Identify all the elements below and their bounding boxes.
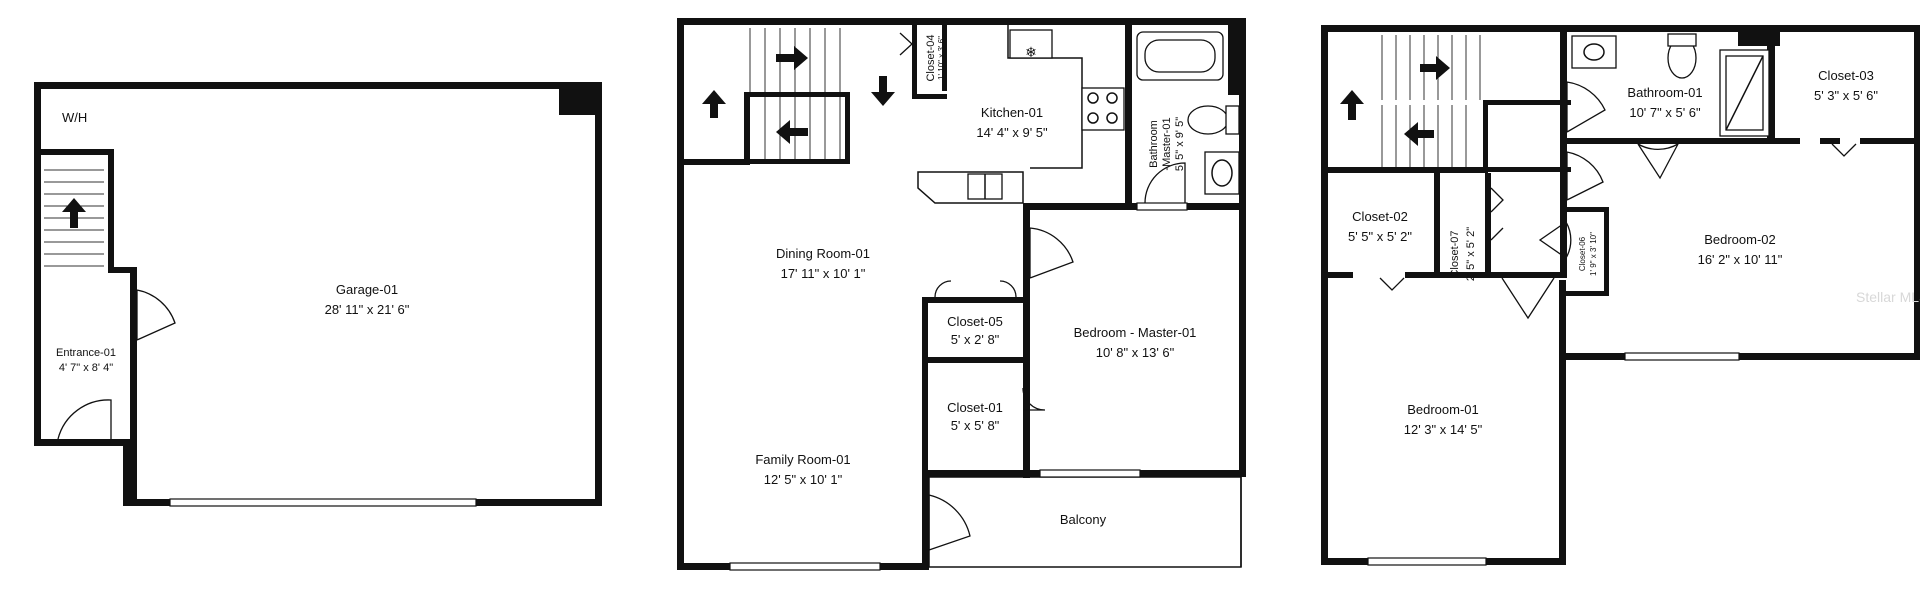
stairs-main bbox=[702, 28, 895, 159]
door-bedroom-01 bbox=[1501, 277, 1555, 320]
closet-04-name: Closet-04 bbox=[925, 34, 937, 81]
watermark: Stellar MLS bbox=[1856, 289, 1920, 305]
bathroom-01-fixtures bbox=[1571, 33, 1770, 137]
fridge bbox=[1009, 29, 1053, 59]
bedroom-01-name: Bedroom-01 bbox=[1407, 402, 1479, 417]
svg-text:❄: ❄ bbox=[1025, 44, 1037, 60]
door-bathroom-01 bbox=[1566, 81, 1606, 133]
closet-01-name: Closet-01 bbox=[947, 400, 1003, 415]
vanity bbox=[1204, 151, 1240, 195]
garage-door bbox=[169, 498, 477, 507]
stairs-upper bbox=[1340, 35, 1481, 167]
bath-master-size: 5' 5" x 9' 5" bbox=[1174, 117, 1186, 171]
bath-master-fixtures bbox=[1136, 31, 1240, 195]
door-entrance-exterior bbox=[57, 399, 112, 440]
closet-02-name: Closet-02 bbox=[1352, 209, 1408, 224]
closet-03-name: Closet-03 bbox=[1818, 68, 1874, 83]
closet-01-size: 5' x 5' 8" bbox=[951, 418, 1000, 433]
closet-05-size: 5' x 2' 8" bbox=[951, 332, 1000, 347]
door-bath-master bbox=[1144, 162, 1186, 204]
left-arrow-icon bbox=[776, 120, 808, 144]
door-closet-01 bbox=[1022, 387, 1046, 411]
window-bedroom-01 bbox=[1367, 557, 1487, 566]
slider-master-bedroom bbox=[1039, 469, 1141, 478]
bedroom-master-size: 10' 8" x 13' 6" bbox=[1096, 345, 1175, 360]
down-arrow-icon bbox=[871, 76, 895, 106]
dining-room-size: 17' 11" x 10' 1" bbox=[781, 266, 866, 281]
closet-06-size: 1' 9" x 3' 10" bbox=[1589, 232, 1598, 276]
bathroom-01-name: Bathroom-01 bbox=[1627, 85, 1702, 100]
window-family-room bbox=[729, 562, 881, 571]
toilet bbox=[1187, 105, 1229, 135]
up-arrow-icon bbox=[702, 90, 726, 118]
bathroom-01-size: 10' 7" x 5' 6" bbox=[1629, 105, 1701, 120]
door-closet-03 bbox=[1831, 143, 1857, 157]
door-closet-04 bbox=[899, 32, 913, 56]
closet-03-size: 5' 3" x 5' 6" bbox=[1814, 88, 1878, 103]
door-closet-07 bbox=[1490, 187, 1504, 241]
door-balcony bbox=[928, 494, 971, 551]
water-heater-label: W/H bbox=[62, 110, 87, 125]
closet-07-name: Closet-07 bbox=[1449, 230, 1461, 277]
bath-sink bbox=[1571, 35, 1617, 69]
left-arrow-icon bbox=[1404, 122, 1434, 146]
closet-07-size: 2' 5" x 5' 2" bbox=[1465, 227, 1477, 281]
bath-master-name-2: -Master-01 bbox=[1161, 117, 1173, 170]
garage-name: Garage-01 bbox=[336, 282, 398, 297]
up-arrow-icon bbox=[62, 198, 86, 228]
closet-02-size: 5' 5" x 5' 2" bbox=[1348, 229, 1412, 244]
stairs-garage bbox=[44, 169, 104, 267]
bedroom-master-name: Bedroom - Master-01 bbox=[1074, 325, 1197, 340]
door-bedroom-02-hall bbox=[1566, 151, 1604, 201]
entrance-name: Entrance-01 bbox=[56, 347, 116, 359]
door-bedroom-master bbox=[1029, 227, 1074, 279]
family-room-size: 12' 5" x 10' 1" bbox=[764, 472, 843, 487]
plan-garage-level: W/H Garage-01 28' 11" x 21' 6" Entrance-… bbox=[34, 82, 602, 507]
door-closet-05 bbox=[934, 280, 1017, 298]
water-heater-block bbox=[559, 89, 595, 115]
door-bedroom-02-closet bbox=[1637, 142, 1680, 180]
bath-master-name: Bathroom bbox=[1148, 120, 1160, 168]
balcony-name: Balcony bbox=[1060, 512, 1107, 527]
family-room-name: Family Room-01 bbox=[755, 452, 850, 467]
dining-room-name: Dining Room-01 bbox=[776, 246, 870, 261]
plan-upper-level: Bathroom-01 10' 7" x 5' 6" Closet-03 5' … bbox=[1321, 25, 1920, 566]
door-entrance-garage bbox=[136, 289, 176, 341]
stove bbox=[1081, 87, 1125, 131]
kitchen-fixtures: ❄ bbox=[917, 25, 1125, 204]
door-closet-02 bbox=[1379, 277, 1405, 291]
bedroom-02-size: 16' 2" x 10' 11" bbox=[1698, 252, 1783, 267]
bedroom-01-size: 12' 3" x 14' 5" bbox=[1404, 422, 1483, 437]
bedroom-02-name: Bedroom-02 bbox=[1704, 232, 1776, 247]
up-arrow-icon bbox=[1340, 90, 1364, 120]
window-bedroom-02 bbox=[1624, 352, 1740, 361]
window-bath-master bbox=[1136, 202, 1188, 211]
garage-size: 28' 11" x 21' 6" bbox=[325, 302, 410, 317]
plan-main-level: ❄ Dining Room-01 17' 11" x 10' 1" bbox=[677, 18, 1246, 571]
right-arrow-icon bbox=[776, 46, 808, 70]
closet-04-size: 1' 10" x 3' 6" bbox=[937, 36, 946, 80]
door-closet-06 bbox=[1538, 221, 1572, 259]
kitchen-size: 14' 4" x 9' 5" bbox=[976, 125, 1048, 140]
closet-05-name: Closet-05 bbox=[947, 314, 1003, 329]
right-arrow-icon bbox=[1420, 56, 1450, 80]
entrance-size: 4' 7" x 8' 4" bbox=[59, 362, 113, 374]
closet-06-name: Closet-06 bbox=[1578, 236, 1587, 271]
kitchen-name: Kitchen-01 bbox=[981, 105, 1043, 120]
